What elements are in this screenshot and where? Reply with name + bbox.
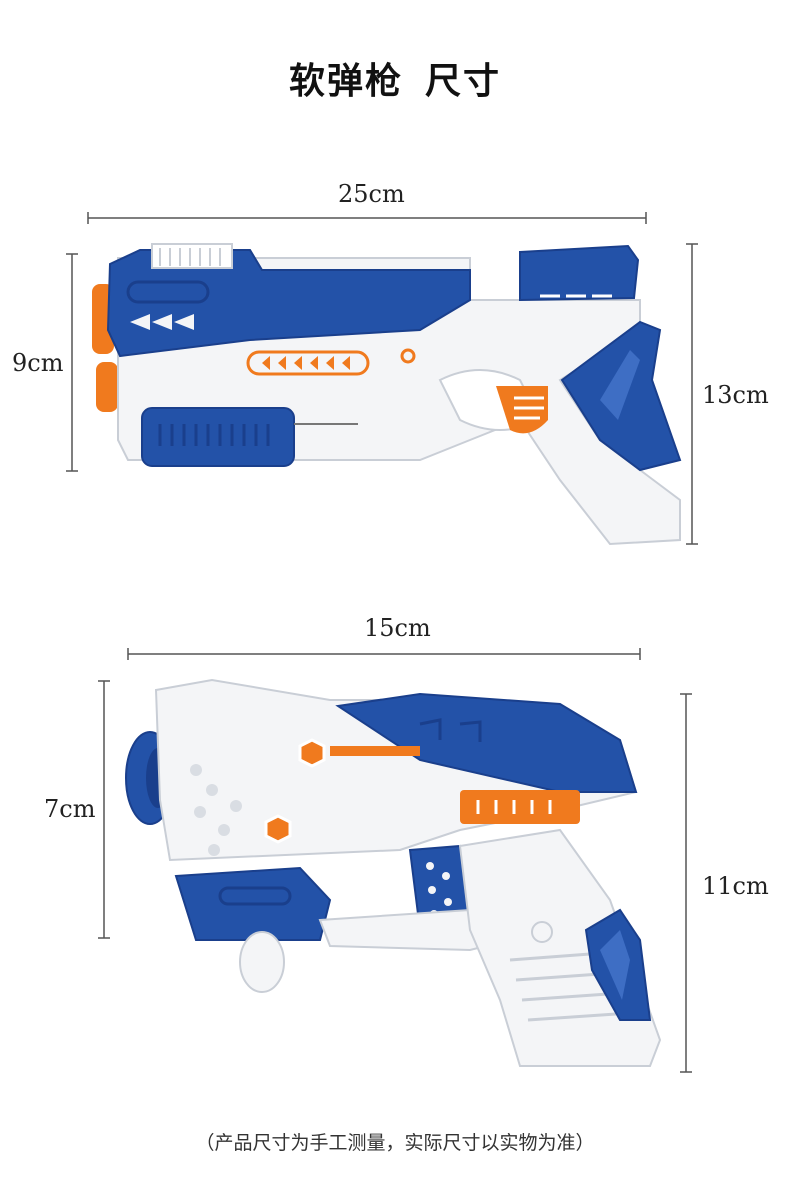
blaster-large <box>92 243 682 546</box>
title-part-2: 尺寸 <box>425 61 502 102</box>
product-1-width-label: 25cm <box>338 180 405 208</box>
product-2-height-left-label: 7cm <box>44 795 96 823</box>
dim-lines-product-2 <box>98 648 692 1073</box>
product-2-height-right-label: 11cm <box>702 872 769 900</box>
dim-lines-product-1 <box>66 212 698 545</box>
product-1-height-right-label: 13cm <box>702 381 769 409</box>
product-2-width-label: 15cm <box>364 614 431 642</box>
blaster-small <box>125 678 662 1067</box>
product-1-height-left-label: 9cm <box>12 349 64 377</box>
page-title: 软弹枪尺寸 <box>0 52 790 104</box>
title-part-1: 软弹枪 <box>288 61 403 102</box>
footer-note: （产品尺寸为手工测量，实际尺寸以实物为准） <box>195 1132 595 1154</box>
